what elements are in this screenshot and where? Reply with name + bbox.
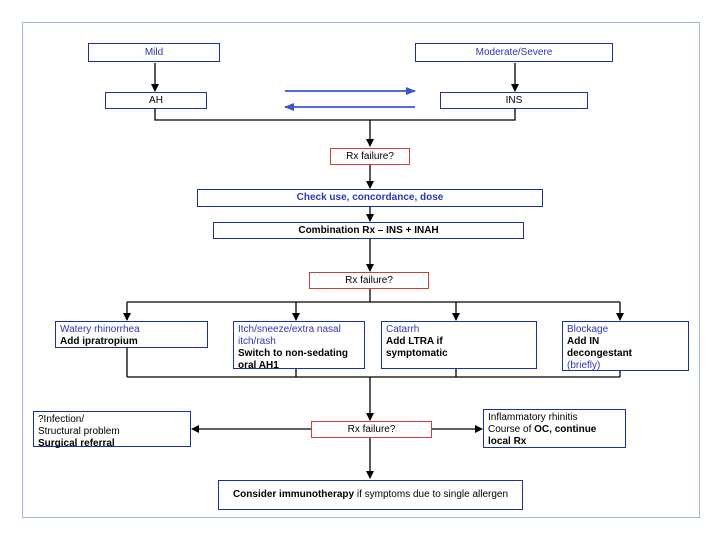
- rx-failure-label-2: Rx failure?: [345, 274, 393, 286]
- option-2-action: Switch to non-sedating oral AH1: [238, 348, 348, 371]
- infection-action: Surgical referral: [38, 438, 115, 449]
- ins-label: INS: [505, 94, 523, 106]
- rx-failure-box-3: Rx failure?: [311, 421, 432, 438]
- infection-line-2: Structural problem: [38, 426, 120, 437]
- inflammatory-line-2: Course of OC, continue: [488, 424, 621, 436]
- option-3-title: Catarrh: [386, 324, 420, 335]
- option-4-action: Add IN decongestant: [567, 336, 633, 359]
- inflammatory-line-3: local Rx: [488, 436, 527, 447]
- option-4-title: Blockage: [567, 324, 609, 335]
- immunotherapy-box: Consider immunotherapy if symptoms due t…: [218, 480, 523, 510]
- option-catarrh: Catarrh Add LTRA if symptomatic: [381, 321, 537, 369]
- merge-top: [154, 108, 516, 121]
- moderate-severe-box: Moderate/Severe: [415, 43, 613, 62]
- immunotherapy-text: Consider immunotherapy if symptoms due t…: [226, 489, 516, 501]
- rx-failure-label-1: Rx failure?: [346, 150, 394, 162]
- mild-label: Mild: [144, 46, 164, 58]
- immunotherapy-bold: Consider immunotherapy: [232, 489, 355, 500]
- ah-box: AH: [105, 92, 207, 109]
- check-use-box: Check use, concordance, dose: [197, 189, 543, 207]
- inflammatory-line-1: Inflammatory rhinitis: [488, 412, 578, 423]
- combination-box: Combination Rx – INS + INAH: [213, 222, 524, 239]
- combination-label: Combination Rx – INS + INAH: [298, 224, 439, 236]
- rx-failure-box-1: Rx failure?: [330, 148, 410, 165]
- infection-box: ?Infection/ Structural problem Surgical …: [33, 411, 191, 449]
- immunotherapy-rest: if symptoms due to single allergen: [354, 489, 509, 500]
- option-1-title: Watery rhinorrhea: [60, 324, 140, 335]
- ah-label: AH: [149, 94, 163, 106]
- moderate-severe-label: Moderate/Severe: [475, 46, 553, 58]
- mild-box: Mild: [88, 43, 220, 62]
- option-1-action: Add ipratropium: [60, 336, 138, 347]
- rx-failure-box-2: Rx failure?: [309, 272, 429, 289]
- check-use-label: Check use, concordance, dose: [296, 192, 444, 203]
- option-3-action: Add LTRA if symptomatic: [386, 336, 448, 359]
- inflammatory-oc: OC, continue: [534, 424, 597, 435]
- inflammatory-course: Course of: [488, 424, 535, 435]
- option-watery-rhinorrhea: Watery rhinorrhea Add ipratropium: [55, 321, 208, 348]
- option-4-note: (briefly): [567, 360, 601, 371]
- option-2-title: Itch/sneeze/extra nasal itch/rash: [238, 324, 341, 347]
- rx-failure-label-3: Rx failure?: [347, 423, 396, 435]
- ins-box: INS: [440, 92, 588, 109]
- infection-line-1: ?Infection/: [38, 414, 85, 425]
- option-blockage: Blockage Add IN decongestant (briefly): [562, 321, 689, 371]
- option-itch-sneeze: Itch/sneeze/extra nasal itch/rash Switch…: [233, 321, 365, 371]
- diagram-frame: [22, 22, 700, 518]
- inflammatory-box: Inflammatory rhinitis Course of OC, cont…: [483, 409, 626, 448]
